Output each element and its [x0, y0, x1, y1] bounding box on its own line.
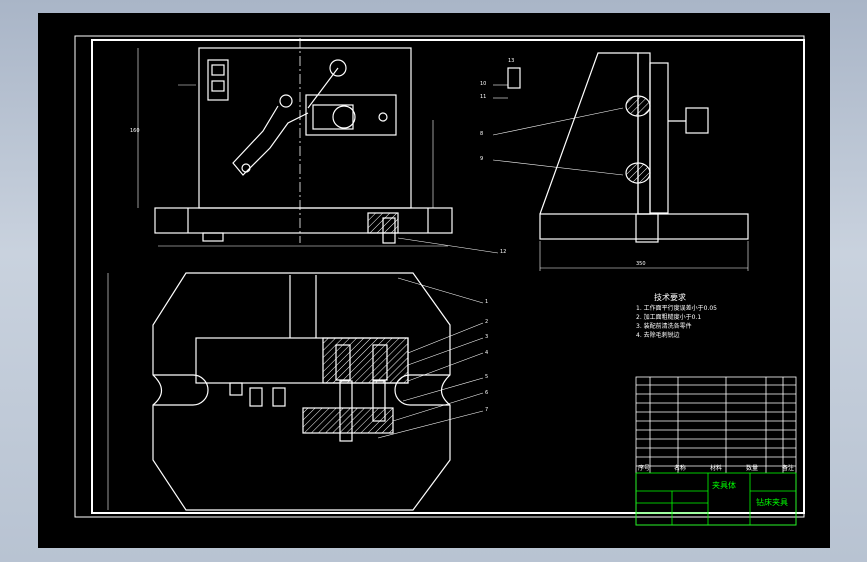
tech-req-item: 2. 加工面粗糙度小于0.1	[636, 314, 702, 321]
tech-req-item: 3. 装配前清洗各零件	[636, 323, 692, 330]
part-balloon-number: 11	[480, 94, 487, 100]
tech-req-item: 4. 去除毛刺锐边	[636, 332, 680, 339]
part-balloon-number: 9	[480, 156, 484, 162]
part-balloon-number: 8	[480, 131, 484, 137]
drawing-name-label: 钻床夹具	[756, 498, 788, 507]
sheet-inner-border	[91, 39, 805, 514]
part-balloon-number: 2	[485, 319, 489, 325]
part-balloon-number: 5	[485, 374, 489, 380]
part-balloon-number: 3	[485, 334, 489, 340]
dim-front-height: 160	[130, 128, 140, 134]
part-balloon-number: 10	[480, 81, 487, 87]
bom-header-cell: 材料	[709, 465, 722, 472]
part-balloon-number: 4	[485, 350, 489, 356]
assembly-drawing	[74, 35, 805, 526]
bom-header-cell: 备注	[781, 465, 794, 472]
part-balloon-number: 6	[485, 390, 489, 396]
part-name-label: 夹具体	[712, 481, 736, 490]
bom-header-row: 序号 名称 材料 数量 备注	[638, 463, 794, 472]
bom-header-cell: 数量	[745, 465, 758, 472]
tech-requirements-title: 技术要求	[654, 293, 686, 302]
front-view	[137, 38, 499, 254]
top-view	[107, 272, 484, 511]
side-view	[492, 52, 749, 271]
tech-req-item: 1. 工作面平行度误差小于0.05	[636, 305, 717, 312]
tech-requirements: 技术要求 1. 工作面平行度误差小于0.05 2. 加工面粗糙度小于0.1 3.…	[636, 293, 717, 340]
bom-header-cell: 名称	[673, 465, 686, 472]
drawing-canvas[interactable]: 夹具体 钻床夹具 技术要求 1. 工作面平行度误差小于0.05 2. 加工面粗糙…	[38, 13, 830, 548]
part-balloon-number: 13	[508, 58, 515, 64]
dim-side-width: 350	[636, 261, 646, 267]
bom-header-cell: 序号	[638, 465, 651, 472]
part-balloon-number: 1	[485, 299, 489, 305]
parts-list-title-block	[635, 376, 797, 526]
part-balloon-number: 7	[485, 407, 489, 413]
part-balloon-number: 12	[500, 249, 507, 255]
